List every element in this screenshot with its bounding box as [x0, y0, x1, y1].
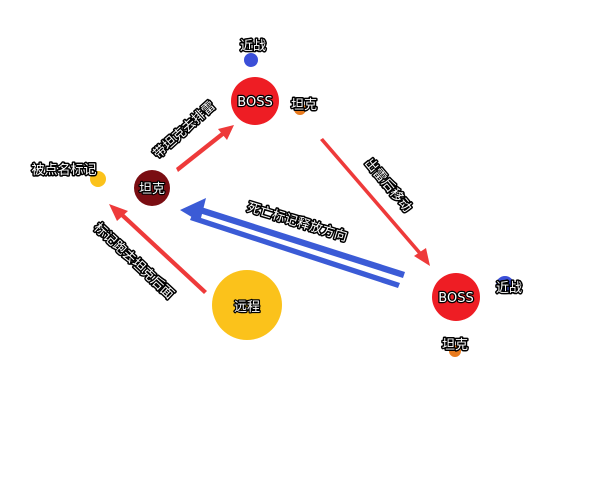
tank-center-label: 坦克 — [139, 182, 165, 197]
tank-top-label: 坦克 — [291, 98, 317, 113]
boss-right-label: BOSS — [438, 291, 473, 306]
arrow-mark-run — [109, 204, 207, 294]
melee-right-label: 近战 — [496, 281, 522, 296]
arrow-death-mark — [180, 198, 405, 288]
boss-top-label: BOSS — [237, 95, 272, 110]
arrow-move-after-shaft — [320, 138, 423, 256]
boss-top-node: BOSS — [231, 77, 279, 125]
arrow-mark-run-head — [109, 204, 128, 221]
melee-right-node: 近战 — [494, 276, 524, 298]
arrow-mark-run-label: 标记跑去坦克后面 — [90, 220, 176, 302]
tank-top-node: 坦克 — [289, 97, 319, 115]
arrow-take-tank-shaft — [176, 130, 226, 172]
arrow-death-mark-shaft-1 — [196, 206, 405, 278]
marked-label: 被点名标记 — [31, 162, 96, 178]
melee-top-node: 近战 — [238, 38, 268, 67]
arrow-death-mark-shaft-2 — [190, 215, 400, 288]
melee-top-label: 近战 — [240, 39, 266, 54]
boss-right-node: BOSS — [432, 273, 480, 321]
arrow-move-after — [320, 138, 430, 266]
arrow-take-tank — [176, 125, 234, 172]
tank-right-label: 坦克 — [442, 338, 468, 353]
arrow-death-mark-head — [180, 198, 206, 222]
arrow-take-tank-head — [218, 125, 234, 140]
marked-node: 被点名标记 — [30, 161, 106, 187]
ranged-node: 远程 — [212, 270, 282, 340]
arrow-move-after-label: 出雷后移动 — [361, 156, 414, 215]
tank-right-node: 坦克 — [440, 337, 470, 357]
ranged-label: 远程 — [234, 300, 260, 315]
tank-center-node: 坦克 — [134, 170, 170, 206]
arrow-move-after-head — [414, 248, 430, 266]
arrow-mark-run-shaft — [119, 212, 207, 294]
arrow-take-tank-label: 带坦克去排雷 — [151, 99, 219, 162]
